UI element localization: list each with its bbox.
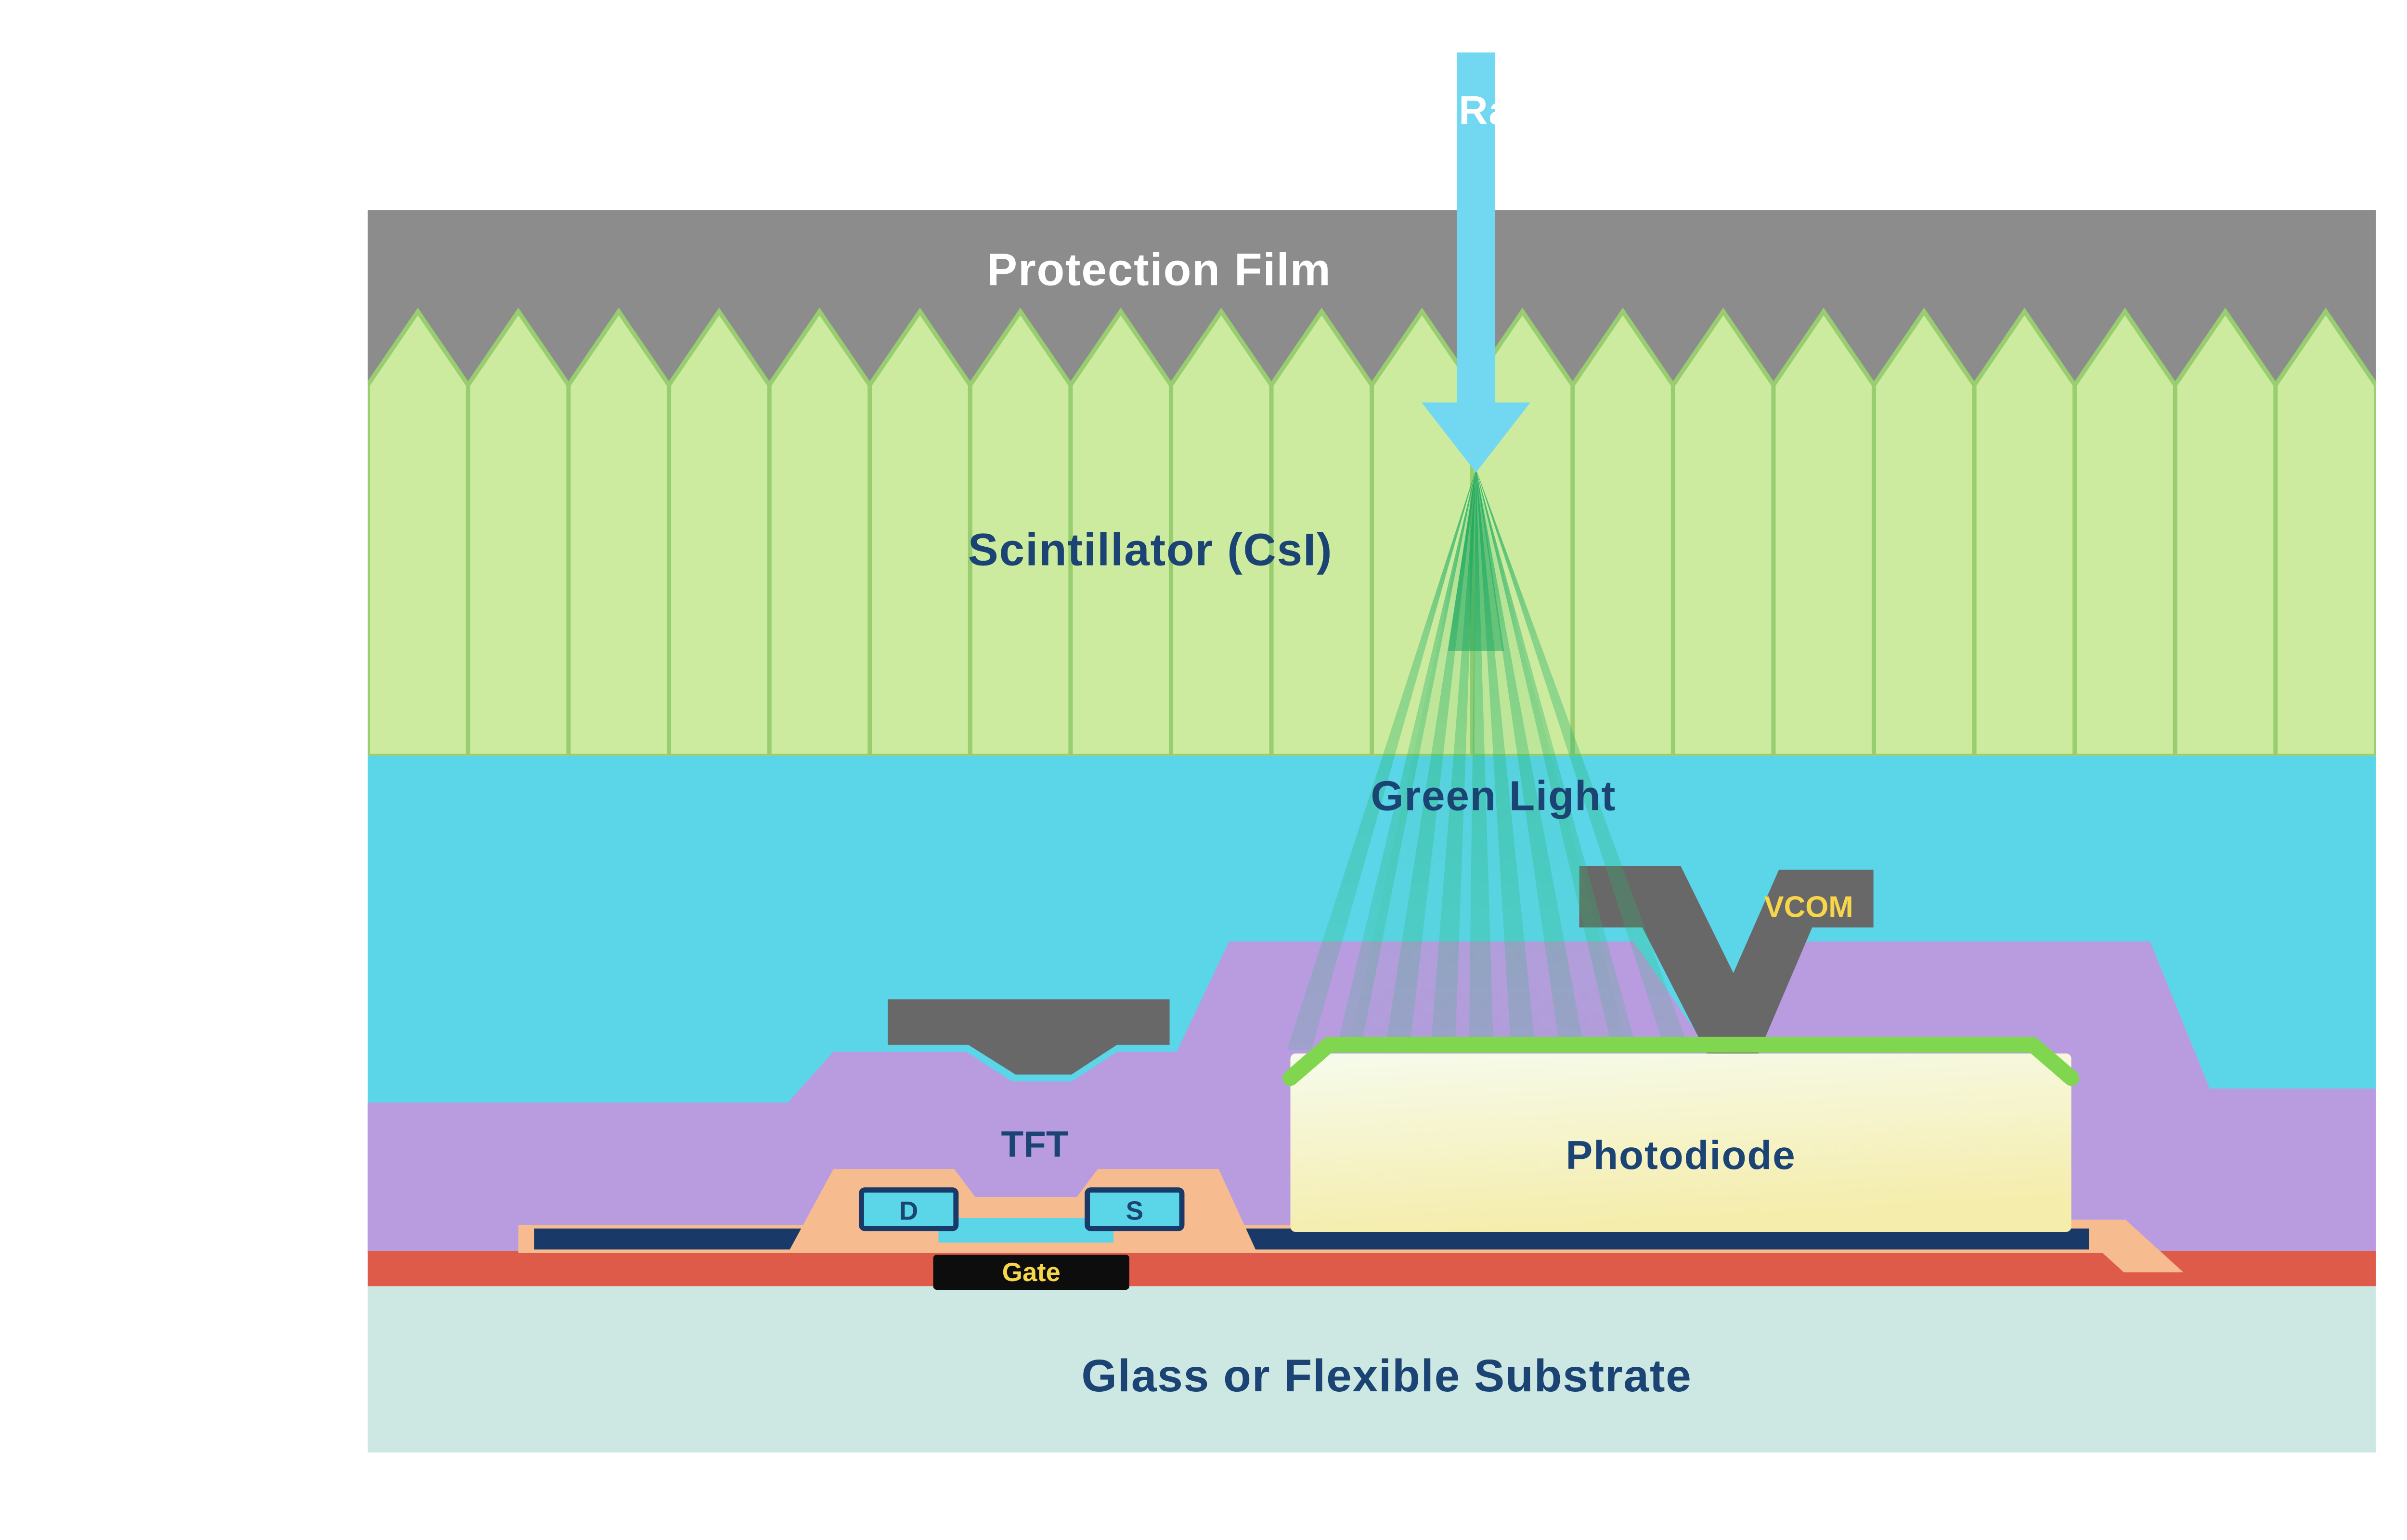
xray-beam-shaft <box>1457 52 1496 406</box>
green-light-label: Green Light <box>1371 773 1617 820</box>
scintillator-layer <box>367 308 2376 756</box>
drain-electrode <box>858 1187 959 1232</box>
source-electrode <box>1085 1187 1185 1232</box>
photodiode-label: Photodiode <box>1566 1132 1796 1178</box>
source-label: S <box>1126 1196 1143 1226</box>
green-light-ray <box>1385 469 1476 1050</box>
gate-electrode <box>933 1255 1129 1290</box>
photodiode-top-contact <box>1282 1037 2080 1086</box>
photodiode-body <box>1290 1053 2071 1232</box>
scintillator-label: Scintillator (CsI) <box>968 525 1333 576</box>
tft-label: TFT <box>1001 1124 1069 1165</box>
green-light-ray <box>1336 469 1476 1050</box>
xray-beam-head <box>1422 402 1530 473</box>
vcom-electrode <box>1579 866 1874 1071</box>
drain-label: D <box>899 1196 918 1226</box>
substrate-label: Glass or Flexible Substrate <box>1081 1350 1692 1401</box>
semiconductor-channel <box>938 1218 1114 1243</box>
green-light-ray-core <box>1448 465 1504 651</box>
xray-label: X-Ray <box>1417 88 1535 133</box>
gate-label: Gate <box>1002 1258 1061 1287</box>
light-shield-metal <box>887 999 1170 1075</box>
insulator-step <box>2066 1219 2184 1272</box>
vcom-label: VCOM <box>1764 890 1853 924</box>
gate-line-layer <box>367 1251 2376 1286</box>
protection-film-label: Protection Film <box>987 244 1331 295</box>
xray-beam-arrow <box>1422 52 1530 473</box>
green-light-ray <box>1287 469 1476 1050</box>
substrate-layer <box>367 1286 2376 1453</box>
